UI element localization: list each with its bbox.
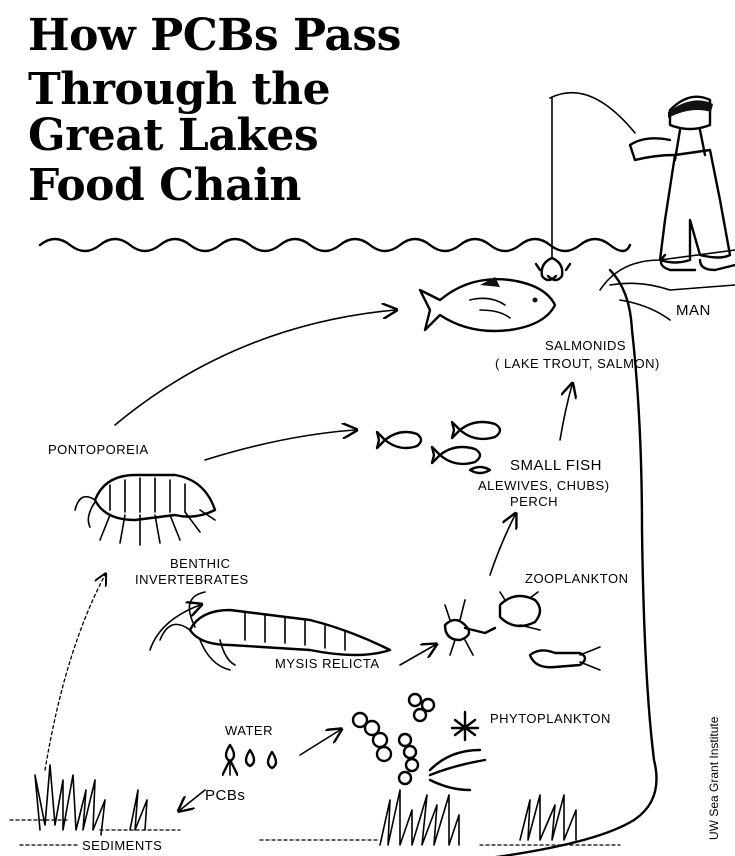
title-line-2: Through the [28,64,330,115]
label-small-fish-examples-1: ALEWIVES, CHUBS) [478,478,610,493]
arrow-pontoporeia-to-salmonids [115,310,395,425]
label-water: WATER [225,723,273,738]
arrow-zooplankton-to-small-fish [490,515,515,575]
label-sediments: SEDIMENTS [82,838,162,853]
title-line-4: Food Chain [28,160,301,211]
arrow-mysis-to-zooplankton [400,645,435,665]
title-line-1: How PCBs Pass [28,10,401,61]
label-benthic: BENTHIC [170,556,231,571]
water-droplets-icon [226,745,276,768]
arrow-pcbs-to-sediments [180,790,205,810]
label-invertebrates: INVERTEBRATES [135,572,249,587]
title: How PCBs Pass Through the Great Lakes Fo… [28,10,401,211]
arrow-sediments-to-benthic [45,575,105,770]
label-pontoporeia: PONTOPOREIA [48,442,149,457]
credit-text: UW Sea Grant Institute [707,716,721,840]
label-pcbs: PCBs [205,787,245,804]
label-zooplankton: ZOOPLANKTON [525,571,629,586]
label-salmonids-examples: ( LAKE TROUT, SALMON) [495,356,660,371]
title-line-3: Great Lakes [28,110,318,161]
label-man: MAN [676,302,711,319]
label-small-fish: SMALL FISH [510,457,602,474]
water-surface-line [40,239,630,251]
arrow-pontoporeia-to-small-fish [205,430,355,460]
label-salmonids: SALMONIDS [545,338,626,353]
arrow-water-to-phytoplankton [300,730,340,755]
small-fish-illustration [377,422,500,473]
label-small-fish-examples-2: PERCH [510,494,558,509]
phytoplankton-illustration [353,694,485,790]
sediment-grass-illustration [35,765,576,845]
food-chain-arrows [45,310,572,810]
zooplankton-illustration [445,592,600,670]
label-mysis: MYSIS RELICTA [275,656,380,671]
pontoporeia-illustration [75,475,215,545]
salmonid-illustration [420,277,555,331]
label-phytoplankton: PHYTOPLANKTON [490,711,611,726]
arrow-small-fish-to-salmonids [560,385,572,440]
